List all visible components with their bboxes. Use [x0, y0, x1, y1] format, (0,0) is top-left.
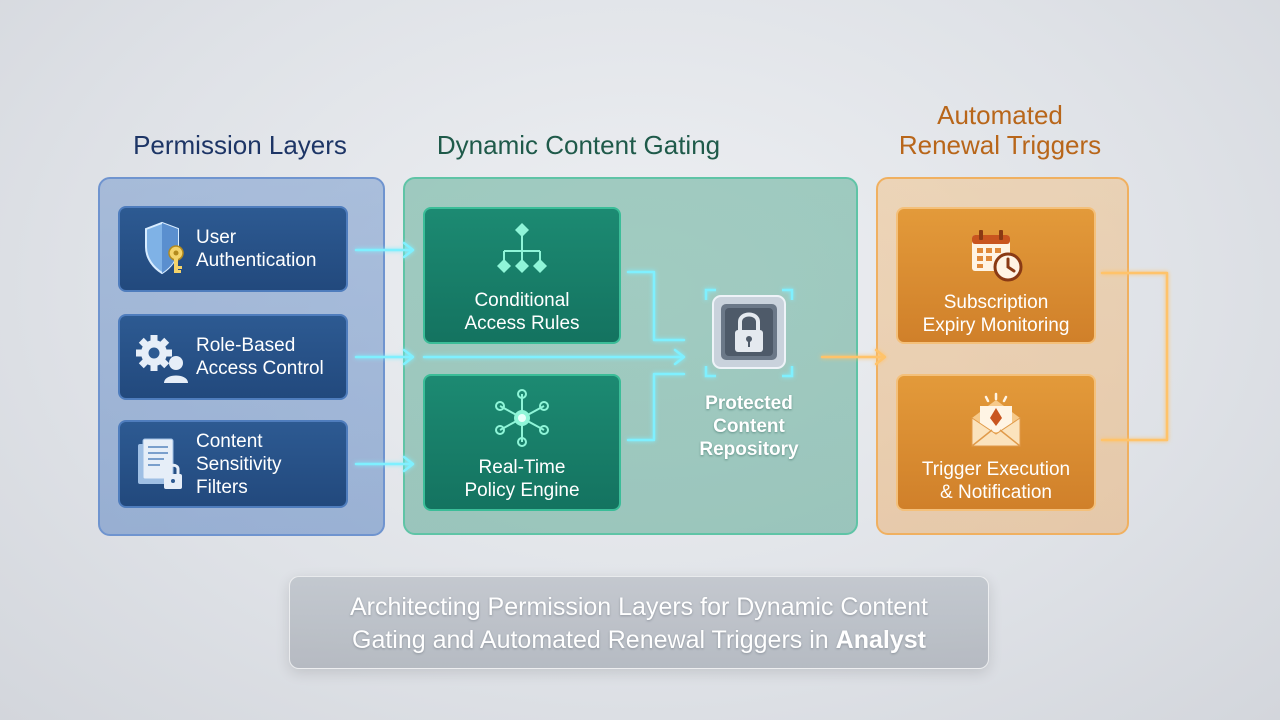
trigger-execution-card[interactable]: Trigger Execution & Notification — [896, 374, 1096, 511]
conditional-access-card[interactable]: Conditional Access Rules — [423, 207, 621, 344]
conditional-line2: Access Rules — [464, 313, 580, 334]
renewal-title-line1: Automated — [937, 100, 1063, 130]
network-hub-icon — [495, 389, 549, 447]
gear-user-icon — [136, 335, 188, 383]
content-sensitivity-line1: Content — [196, 430, 263, 452]
role-based-line2: Access Control — [196, 358, 324, 379]
role-based-line1: Role-Based — [196, 335, 296, 356]
content-sensitivity-line2: Sensitivity — [196, 453, 282, 475]
user-authentication-line2: Authentication — [196, 250, 317, 271]
decision-tree-icon — [497, 223, 547, 273]
caption-line1: Architecting Permission Layers for Dynam… — [349, 593, 928, 621]
conditional-line1: Conditional — [474, 290, 570, 311]
protected-repository-label: Protected Content Repository — [688, 392, 810, 461]
subscription-line1: Subscription — [943, 292, 1049, 313]
user-authentication-line1: User — [196, 227, 237, 248]
role-based-access-card[interactable]: Role-Based Access Control — [118, 314, 348, 400]
envelope-alert-icon — [971, 392, 1021, 447]
user-authentication-card[interactable]: User Authentication — [118, 206, 348, 292]
trigger-execution-line1: Trigger Execution — [921, 459, 1071, 480]
repository-line3: Repository — [699, 439, 799, 460]
subscription-line2: Expiry Monitoring — [922, 315, 1070, 336]
content-gating-title: Dynamic Content Gating — [436, 130, 721, 160]
document-lock-icon — [138, 438, 182, 489]
repository-line2: Content — [713, 416, 785, 437]
content-sensitivity-card[interactable]: Content Sensitivity Filters — [118, 420, 348, 508]
caption-line2-bold: Analyst — [835, 626, 926, 654]
permission-layers-title: Permission Layers — [133, 130, 347, 160]
shield-key-icon — [145, 221, 184, 275]
diagram-caption: Architecting Permission Layers for Dynam… — [289, 576, 989, 669]
policy-engine-card[interactable]: Real-Time Policy Engine — [423, 374, 621, 511]
repository-line1: Protected — [705, 393, 793, 414]
calendar-clock-icon — [972, 230, 1023, 282]
caption-line2: Gating and Automated Renewal Triggers in… — [290, 624, 988, 657]
renewal-title-line2: Renewal Triggers — [898, 130, 1102, 160]
trigger-execution-line2: & Notification — [940, 482, 1052, 503]
content-sensitivity-line3: Filters — [196, 476, 248, 498]
policy-engine-line1: Real-Time — [478, 457, 566, 478]
policy-engine-line2: Policy Engine — [464, 480, 580, 501]
caption-line2-prefix: Gating and Automated Renewal Triggers in — [352, 626, 829, 654]
renewal-triggers-title: Automated Renewal Triggers — [860, 100, 1140, 160]
subscription-expiry-card[interactable]: Subscription Expiry Monitoring — [896, 207, 1096, 344]
